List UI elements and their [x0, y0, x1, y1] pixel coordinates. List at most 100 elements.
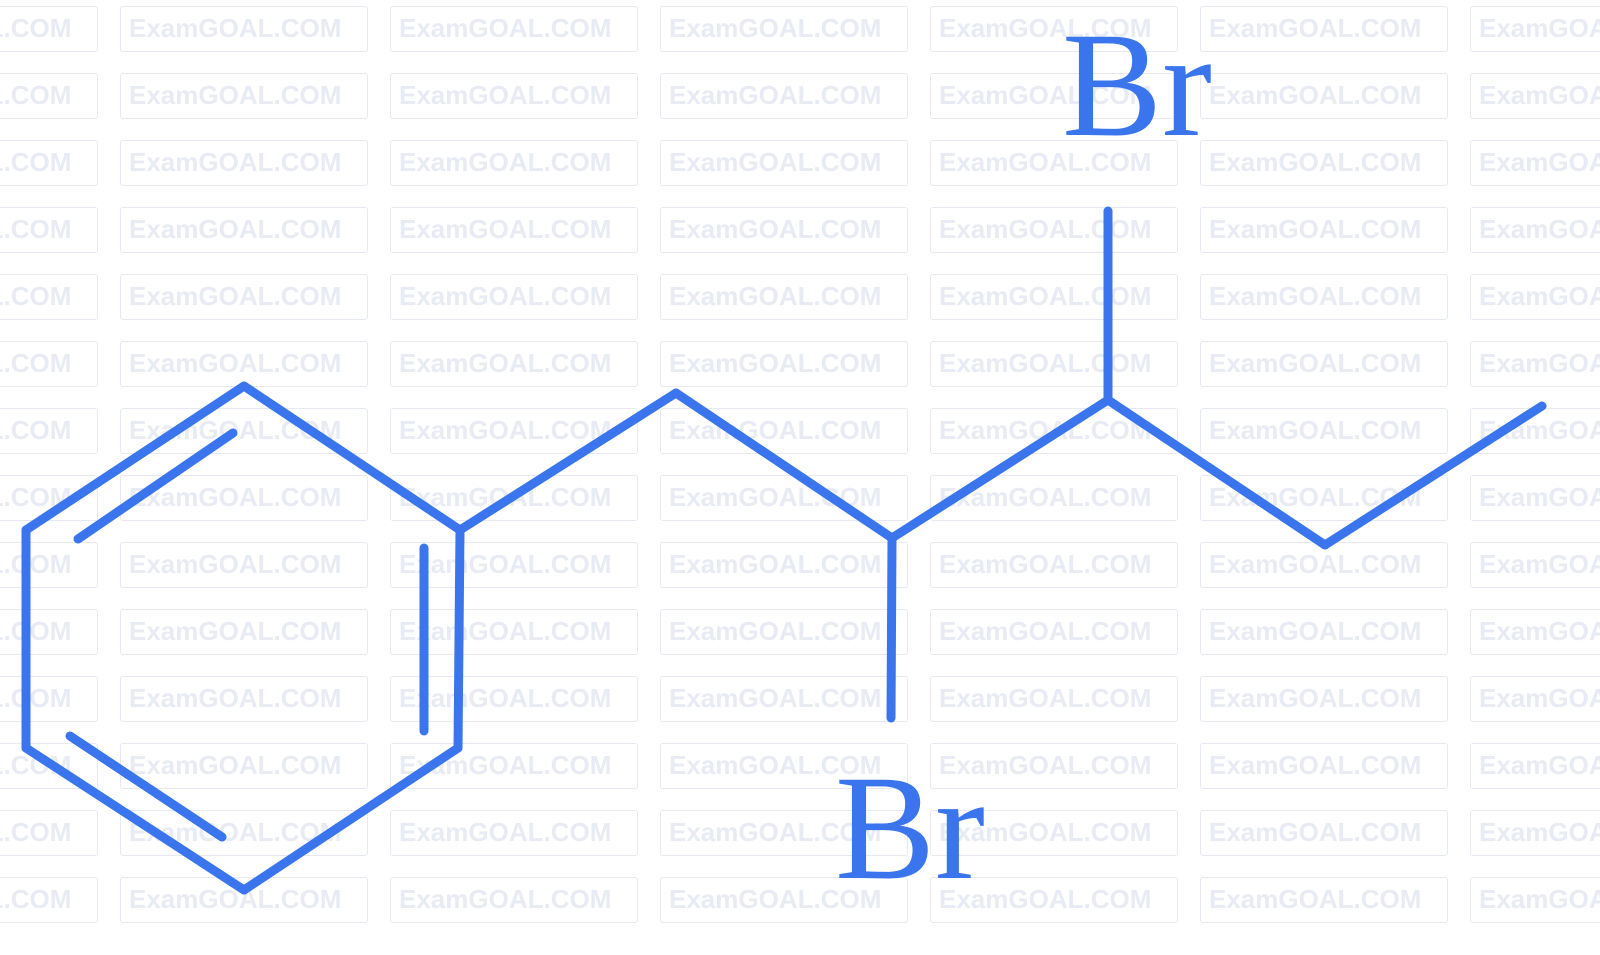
watermark-tile: ExamGOAL.COM — [1470, 676, 1600, 722]
chain-bond-5 — [1320, 401, 1547, 550]
watermark-tile: ExamGOAL.COM — [0, 6, 98, 52]
watermark-tile: ExamGOAL.COM — [0, 676, 98, 722]
watermark-tile: ExamGOAL.COM — [0, 140, 98, 186]
watermark-tile: ExamGOAL.COM — [390, 140, 638, 186]
watermark-tile: ExamGOAL.COM — [390, 542, 638, 588]
watermark-tile: ExamGOAL.COM — [1470, 810, 1600, 856]
watermark-tile: ExamGOAL.COM — [660, 73, 908, 119]
watermark-tile: ExamGOAL.COM — [120, 73, 368, 119]
watermark-tile: ExamGOAL.COM — [120, 743, 368, 789]
watermark-tile: ExamGOAL.COM — [1470, 341, 1600, 387]
watermark-tile: ExamGOAL.COM — [1200, 810, 1448, 856]
ring-bond-top-right — [239, 381, 465, 535]
watermark-tile: ExamGOAL.COM — [1200, 743, 1448, 789]
watermark-tile: ExamGOAL.COM — [1200, 73, 1448, 119]
watermark-tile: ExamGOAL.COM — [120, 274, 368, 320]
watermark-tile: ExamGOAL.COM — [1470, 207, 1600, 253]
watermark-tile: ExamGOAL.COM — [930, 676, 1178, 722]
watermark-tile: ExamGOAL.COM — [930, 207, 1178, 253]
watermark-tile: ExamGOAL.COM — [120, 140, 368, 186]
watermark-tile: ExamGOAL.COM — [390, 341, 638, 387]
watermark-tile: ExamGOAL.COM — [930, 6, 1178, 52]
bromine-label-top: Br — [1062, 2, 1212, 168]
watermark-tile: ExamGOAL.COM — [1200, 140, 1448, 186]
watermark-tile: ExamGOAL.COM — [1200, 274, 1448, 320]
watermark-tile: ExamGOAL.COM — [930, 542, 1178, 588]
watermark-tile: ExamGOAL.COM — [1470, 609, 1600, 655]
watermark-tile: ExamGOAL.COM — [660, 743, 908, 789]
watermark-tile: ExamGOAL.COM — [660, 341, 908, 387]
watermark-tile: ExamGOAL.COM — [0, 475, 98, 521]
ring-bond-bottom-right — [239, 743, 463, 895]
ring-double-bond-upper — [73, 428, 238, 544]
watermark-tile: ExamGOAL.COM — [1470, 274, 1600, 320]
watermark-tile: ExamGOAL.COM — [1200, 207, 1448, 253]
watermark-tile: ExamGOAL.COM — [930, 810, 1178, 856]
chain-bond-1 — [455, 388, 681, 535]
watermark-tile: ExamGOAL.COM — [0, 877, 98, 923]
chain-bond-2 — [671, 388, 897, 543]
watermark-tile: ExamGOAL.COM — [1470, 743, 1600, 789]
watermark-tile: ExamGOAL.COM — [0, 542, 98, 588]
watermark-tile: ExamGOAL.COM — [0, 207, 98, 253]
watermark-tile: ExamGOAL.COM — [120, 207, 368, 253]
watermark-tile: ExamGOAL.COM — [930, 73, 1178, 119]
watermark-tile: ExamGOAL.COM — [120, 475, 368, 521]
watermark-tile: ExamGOAL.COM — [930, 743, 1178, 789]
watermark-tile: ExamGOAL.COM — [1200, 408, 1448, 454]
ring-bond-top-left — [21, 381, 249, 535]
watermark-tile: ExamGOAL.COM — [1200, 6, 1448, 52]
watermark-tile: ExamGOAL.COM — [0, 341, 98, 387]
ring-bond-right — [453, 525, 465, 753]
watermark-tile: ExamGOAL.COM — [390, 810, 638, 856]
watermark-tile: ExamGOAL.COM — [930, 877, 1178, 923]
watermark-tile: ExamGOAL.COM — [1470, 6, 1600, 52]
watermark-tile: ExamGOAL.COM — [1470, 542, 1600, 588]
watermark-tile: ExamGOAL.COM — [660, 542, 908, 588]
watermark-tile: ExamGOAL.COM — [660, 810, 908, 856]
watermark-tile: ExamGOAL.COM — [1470, 475, 1600, 521]
chain-bond-3 — [887, 395, 1113, 543]
ring-double-bond-lower — [65, 731, 227, 842]
watermark-tile: ExamGOAL.COM — [0, 810, 98, 856]
watermark-tile: ExamGOAL.COM — [1470, 877, 1600, 923]
watermark-tile: ExamGOAL.COM — [120, 542, 368, 588]
ring-bond-bottom-left — [21, 743, 249, 895]
watermark-tile: ExamGOAL.COM — [0, 73, 98, 119]
watermark-tile: ExamGOAL.COM — [390, 408, 638, 454]
watermark-tile: ExamGOAL.COM — [390, 609, 638, 655]
watermark-tile: ExamGOAL.COM — [390, 6, 638, 52]
watermark-tile: ExamGOAL.COM — [930, 341, 1178, 387]
watermark-tile: ExamGOAL.COM — [120, 609, 368, 655]
watermark-tile: ExamGOAL.COM — [660, 676, 908, 722]
watermark-tile: ExamGOAL.COM — [390, 274, 638, 320]
watermark-tile: ExamGOAL.COM — [660, 207, 908, 253]
watermark-tile: ExamGOAL.COM — [390, 877, 638, 923]
watermark-tile: ExamGOAL.COM — [390, 207, 638, 253]
watermark-tile: ExamGOAL.COM — [120, 6, 368, 52]
c-br-bond-bottom — [886, 533, 897, 723]
watermark-tile: ExamGOAL.COM — [1200, 609, 1448, 655]
watermark-tile: ExamGOAL.COM — [660, 877, 908, 923]
watermark-tile: ExamGOAL.COM — [1200, 877, 1448, 923]
watermark-tile: ExamGOAL.COM — [660, 140, 908, 186]
watermark-tile: ExamGOAL.COM — [660, 274, 908, 320]
watermark-tile: ExamGOAL.COM — [1200, 341, 1448, 387]
watermark-tile: ExamGOAL.COM — [660, 609, 908, 655]
watermark-tile: ExamGOAL.COM — [0, 609, 98, 655]
watermark-tile: ExamGOAL.COM — [1200, 676, 1448, 722]
watermark-tile: ExamGOAL.COM — [930, 274, 1178, 320]
watermark-tile: ExamGOAL.COM — [1200, 542, 1448, 588]
watermark-tile: ExamGOAL.COM — [0, 274, 98, 320]
watermark-tile: ExamGOAL.COM — [390, 73, 638, 119]
watermark-tile: ExamGOAL.COM — [660, 408, 908, 454]
bromine-label-bottom: Br — [835, 745, 985, 911]
watermark-tile: ExamGOAL.COM — [1470, 73, 1600, 119]
watermark-tile: ExamGOAL.COM — [120, 676, 368, 722]
watermark-tile: ExamGOAL.COM — [660, 6, 908, 52]
watermark-tile: ExamGOAL.COM — [930, 609, 1178, 655]
watermark-tile: ExamGOAL.COM — [0, 408, 98, 454]
watermark-tile: ExamGOAL.COM — [120, 810, 368, 856]
